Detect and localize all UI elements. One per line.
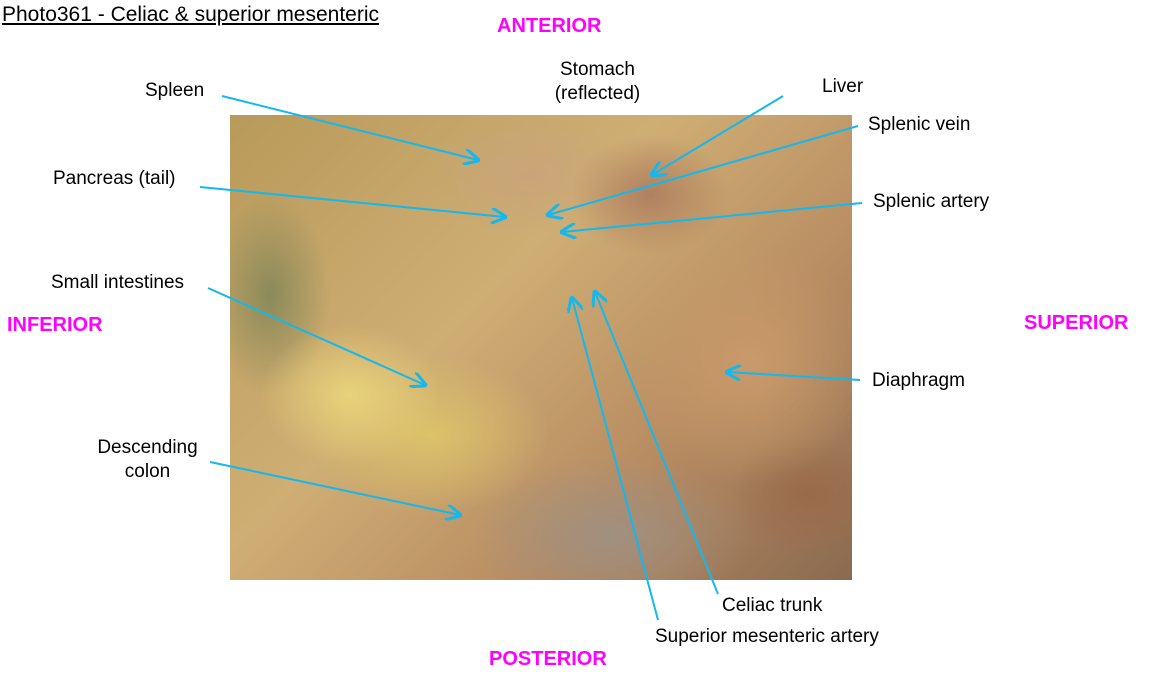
direction-anterior: ANTERIOR — [497, 15, 602, 37]
label-stomach-line2: (reflected) — [554, 83, 641, 104]
direction-posterior: POSTERIOR — [489, 648, 607, 670]
diagram-title: Photo361 - Celiac & superior mesenteric — [2, 3, 380, 26]
label-diaphragm: Diaphragm — [872, 370, 965, 391]
label-celiac-trunk: Celiac trunk — [722, 595, 823, 616]
label-liver: Liver — [822, 76, 864, 97]
label-splenic-vein: Splenic vein — [868, 114, 971, 135]
label-descending-colon-line2: colon — [124, 461, 171, 482]
label-superior-mesenteric-artery: Superior mesenteric artery — [655, 626, 879, 647]
label-small-intestines: Small intestines — [51, 272, 185, 293]
label-spleen: Spleen — [145, 80, 205, 101]
dissection-photo — [230, 115, 852, 580]
label-descending-colon: Descending colon — [85, 436, 210, 484]
label-stomach: Stomach (reflected) — [540, 58, 655, 106]
label-splenic-artery: Splenic artery — [873, 191, 990, 212]
label-descending-colon-line1: Descending — [97, 437, 198, 458]
label-stomach-line1: Stomach — [560, 59, 635, 80]
direction-superior: SUPERIOR — [1024, 312, 1129, 334]
direction-inferior: INFERIOR — [7, 314, 103, 336]
label-pancreas-tail: Pancreas (tail) — [53, 168, 176, 189]
